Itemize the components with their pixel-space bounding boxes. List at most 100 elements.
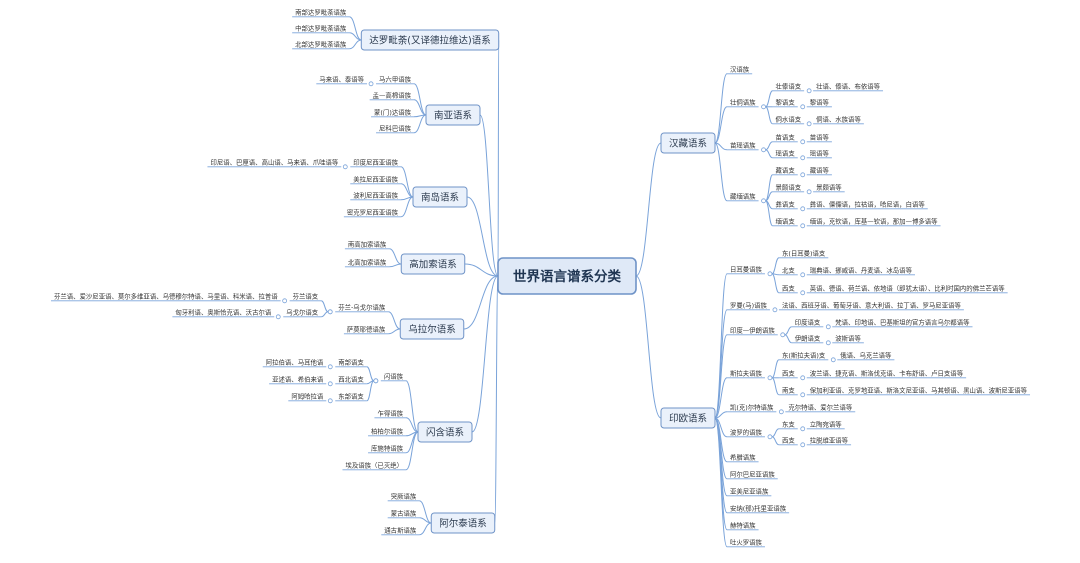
node-note[interactable]: 立陶宛语等 — [810, 419, 843, 428]
node-note[interactable]: 黎语等 — [810, 97, 830, 106]
node-note[interactable]: 缅语，克钦语，库基—钦语，那加—博多语等 — [810, 216, 938, 225]
node-group[interactable]: 日耳曼语族 — [730, 264, 763, 273]
node-branch[interactable]: 芬兰语支 — [293, 291, 319, 300]
node-group[interactable]: 突厥语族 — [391, 491, 417, 500]
node-group[interactable]: 中部达罗毗荼语族 — [295, 23, 347, 32]
node-group[interactable]: 斯拉夫语族 — [730, 368, 763, 377]
node-note[interactable]: 俄语、乌克兰语等 — [840, 350, 892, 359]
node-note[interactable]: 阿姆哈拉语 — [291, 391, 324, 400]
node-group[interactable]: 藏缅语族 — [730, 191, 756, 200]
node-branch[interactable]: 景颇语支 — [776, 182, 802, 191]
node-note[interactable]: 景颇语等 — [816, 182, 842, 191]
node-branch[interactable]: 缅语支 — [776, 216, 796, 225]
node-group[interactable]: 安纳(那)托里亚语族 — [730, 503, 787, 512]
node-group[interactable]: 印度—伊朗语族 — [730, 325, 775, 334]
node-group[interactable]: 马六甲语族 — [379, 74, 412, 83]
node-group[interactable]: 阿尔巴尼亚语族 — [730, 469, 775, 478]
node-branch[interactable]: 南部语支 — [338, 357, 364, 366]
node-group[interactable]: 罗曼(马)语族 — [730, 300, 768, 309]
node-group[interactable]: 南高加索语族 — [348, 239, 387, 248]
node-group[interactable]: 壮侗语族 — [730, 97, 756, 106]
node-group[interactable]: 亚美尼亚语族 — [730, 486, 769, 495]
node-group[interactable]: 柏柏尔语族 — [371, 426, 404, 435]
node-note[interactable]: 芬兰语、爱沙尼亚语、莫尔多维亚语、乌德穆尔特语、马里语、科米语、拉普语 — [54, 291, 278, 300]
node-note[interactable]: 波斯语等 — [835, 333, 861, 342]
node-note[interactable]: 英语、德语、荷兰语、依地语（即犹太语）、比利时国内的佛兰芒语等 — [810, 283, 1006, 292]
node-note[interactable]: 苗语等 — [810, 132, 830, 141]
family-node[interactable]: 达罗毗荼(又译德拉维达)语系 — [360, 29, 500, 51]
node-group[interactable]: 波利尼西亚语族 — [353, 190, 398, 199]
node-note[interactable]: 亚述语、希伯来语 — [272, 374, 324, 383]
node-group[interactable]: 希腊语族 — [730, 452, 756, 461]
family-node[interactable]: 乌拉尔语系 — [399, 318, 465, 340]
node-note[interactable]: 拉脱维亚语等 — [810, 435, 849, 444]
node-note[interactable]: 法语、西班牙语、葡萄牙语、意大利语、拉丁语、罗马尼亚语等 — [782, 300, 962, 309]
family-node[interactable]: 高加索语系 — [400, 253, 466, 275]
node-note[interactable]: 印尼语、巴厘语、高山语、马来语、爪哇语等 — [210, 157, 338, 166]
node-group[interactable]: 波罗的语族 — [730, 427, 763, 436]
node-branch[interactable]: 西支 — [782, 283, 795, 292]
node-note[interactable]: 藏语等 — [810, 165, 830, 174]
node-branch[interactable]: 苗语支 — [776, 132, 796, 141]
node-group[interactable]: 闪语族 — [384, 371, 404, 380]
node-group[interactable]: 乍得语族 — [377, 408, 403, 417]
node-group[interactable]: 凯(克)尔特语族 — [730, 402, 774, 411]
node-group[interactable]: 印度尼西亚语族 — [353, 157, 398, 166]
node-group[interactable]: 赫特语族 — [730, 520, 756, 529]
node-branch[interactable]: 南支 — [782, 385, 795, 394]
node-note[interactable]: 阿拉伯语、马耳他语 — [266, 357, 324, 366]
family-node[interactable]: 汉藏语系 — [660, 132, 716, 154]
node-group[interactable]: 芬兰-乌戈尔语族 — [338, 302, 386, 311]
node-group[interactable]: 苗瑶语族 — [730, 140, 756, 149]
node-note[interactable]: 瑶语等 — [810, 148, 830, 157]
node-group[interactable]: 埃及语族（已灭绝） — [345, 460, 403, 469]
node-branch[interactable]: 东(斯拉夫语)支 — [782, 350, 826, 359]
node-group[interactable]: 吐火罗语族 — [730, 537, 763, 546]
node-branch[interactable]: 东支 — [782, 419, 795, 428]
node-group[interactable]: 通古斯语族 — [384, 525, 417, 534]
node-branch[interactable]: 西支 — [782, 368, 795, 377]
family-node[interactable]: 闪含语系 — [417, 421, 473, 443]
node-group[interactable]: 尼科巴语族 — [379, 123, 412, 132]
family-node[interactable]: 印欧语系 — [660, 407, 716, 429]
family-node[interactable]: 南岛语系 — [412, 186, 468, 208]
family-node[interactable]: 阿尔泰语系 — [430, 512, 496, 534]
node-note[interactable]: 侗语、水族语等 — [816, 114, 861, 123]
node-note[interactable]: 波兰语、捷克语、斯洛伐克语、卡布舒语、卢日支语等 — [810, 368, 964, 377]
node-branch[interactable]: 东部语支 — [338, 391, 364, 400]
node-branch[interactable]: 黎语支 — [776, 97, 796, 106]
node-branch[interactable]: 西北语支 — [338, 374, 364, 383]
node-group[interactable]: 密克罗尼西亚语族 — [347, 207, 399, 216]
family-node[interactable]: 南亚语系 — [425, 104, 481, 126]
node-branch[interactable]: 北支 — [782, 265, 795, 274]
node-note[interactable]: 克尔特语、爱尔兰语等 — [788, 402, 853, 411]
node-note[interactable]: 彝语、傈僳语，拉祜语，哈尼语，白语等 — [810, 199, 926, 208]
node-note[interactable]: 瑞典语、挪威语、丹麦语、冰岛语等 — [810, 265, 913, 274]
node-note[interactable]: 保加利亚语、克罗地亚语、斯洛文尼亚语、马其顿语、黑山语、波斯尼亚语等 — [810, 385, 1028, 394]
node-branch[interactable]: 彝语支 — [776, 199, 796, 208]
node-branch[interactable]: 瑶语支 — [776, 148, 796, 157]
node-branch[interactable]: 壮傣语支 — [776, 81, 802, 90]
node-branch[interactable]: 印度语支 — [795, 317, 821, 326]
node-note[interactable]: 马来语、泰语等 — [319, 74, 364, 83]
node-group[interactable]: 美拉尼西亚语族 — [353, 174, 398, 183]
node-note[interactable]: 梵语、印地语、巴基斯坦的官方语言乌尔都语等 — [835, 317, 970, 326]
node-group[interactable]: 汉语族 — [730, 64, 750, 73]
node-group[interactable]: 北部达罗毗荼语族 — [295, 39, 347, 48]
node-group[interactable]: 萨莫耶德语族 — [347, 324, 386, 333]
node-branch[interactable]: 西支 — [782, 435, 795, 444]
node-note[interactable]: 壮语、傣语、布依语等 — [816, 81, 881, 90]
node-note[interactable]: 匈牙利语、奥斯恰克语、沃古尔语 — [175, 307, 271, 316]
node-branch[interactable]: 乌戈尔语支 — [286, 307, 319, 316]
node-group[interactable]: 南部达罗毗荼语族 — [295, 7, 347, 16]
root-node[interactable]: 世界语言谱系分类 — [497, 257, 637, 295]
node-group[interactable]: 库施特语族 — [371, 443, 404, 452]
node-branch[interactable]: 东(日耳曼)语支 — [782, 248, 826, 257]
node-group[interactable]: 蒙古语族 — [391, 508, 417, 517]
node-branch[interactable]: 藏语支 — [776, 165, 796, 174]
node-group[interactable]: 北高加索语族 — [348, 257, 387, 266]
node-group[interactable]: 孟—高棉语族 — [373, 90, 412, 99]
node-group[interactable]: 蒙(门)达语族 — [374, 107, 412, 116]
node-branch[interactable]: 伊朗语支 — [795, 333, 821, 342]
node-branch[interactable]: 侗水语支 — [776, 114, 802, 123]
